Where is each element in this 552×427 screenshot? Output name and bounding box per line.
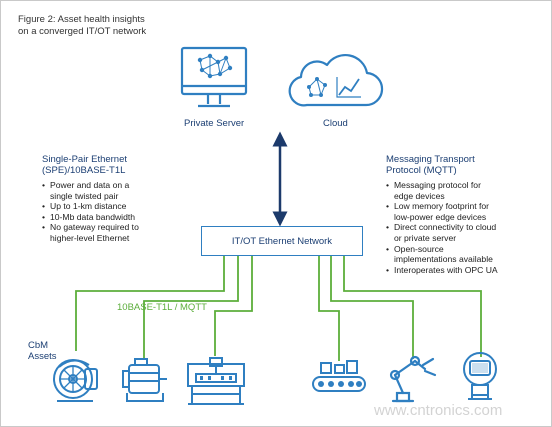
fan-icon (53, 359, 98, 402)
cloud-label: Cloud (323, 118, 348, 129)
spe-heading-line: Single-Pair Ethernet (42, 154, 128, 165)
figure-title: Figure 2: Asset health insights on a con… (18, 14, 146, 38)
list-item-text: Power and data on a (50, 180, 130, 190)
list-item-text: higher-level Ethernet (50, 232, 130, 243)
mqtt-heading: Messaging Transport Protocol (MQTT) (386, 154, 475, 176)
motor-icon (122, 358, 167, 402)
private-server-label: Private Server (184, 118, 245, 129)
link-line-robot (330, 254, 414, 359)
link-line-conveyor (318, 254, 340, 361)
link-line-transmitter (343, 254, 482, 357)
list-item-text: Direct connectivity to cloud (394, 222, 497, 233)
cbm-assets-line: CbM (28, 340, 49, 351)
link-line-cnc (214, 254, 253, 356)
cbm-assets-label: CbM Assets (28, 340, 57, 362)
cnc-machine-icon (187, 357, 245, 405)
mqtt-heading-line: Protocol (MQTT) (386, 165, 457, 176)
cloud-icon (288, 53, 384, 107)
list-item: 10-Mb data bandwidth (42, 212, 139, 223)
conveyor-icon (312, 360, 366, 392)
link-line-motor (143, 254, 239, 359)
monitor-icon (180, 46, 248, 108)
network-box: IT/OT Ethernet Network (201, 226, 363, 256)
network-label: IT/OT Ethernet Network (231, 235, 333, 247)
list-item-text: Messaging protocol for (394, 180, 481, 190)
figure-title-line: on a converged IT/OT network (18, 26, 147, 37)
list-item-text: Low memory footprint for (394, 201, 490, 212)
list-item-text: single twisted pair (50, 190, 119, 201)
list-item-text: Up to 1-km distance (50, 201, 127, 212)
cbm-assets-line: Assets (28, 351, 57, 362)
list-item-text: Interoperates with OPC UA (394, 264, 498, 275)
list-item: Interoperates with OPC UA (386, 265, 498, 276)
list-item-text: No gateway required to (50, 222, 139, 233)
list-item-text: edge devices (394, 190, 445, 201)
list-item-text: or private server (394, 232, 457, 243)
list-item: Up to 1-km distance (42, 201, 139, 212)
watermark-text: www.cntronics.com (374, 402, 503, 419)
figure-title-line: Figure 2: Asset health insights (18, 14, 145, 25)
list-item-text: 10-Mb data bandwidth (50, 211, 136, 222)
link-label: 10BASE-T1L / MQTT (117, 302, 207, 313)
list-item-text: low-power edge devices (394, 211, 487, 222)
transmitter-icon (463, 352, 497, 400)
link-line-fan (75, 254, 225, 351)
mqtt-heading-line: Messaging Transport (386, 154, 475, 165)
spe-heading: Single-Pair Ethernet (SPE)/10BASE-T1L (42, 154, 127, 176)
list-item-text: implementations available (394, 254, 493, 265)
spe-heading-line: (SPE)/10BASE-T1L (42, 165, 126, 176)
robot-arm-icon (389, 355, 437, 403)
list-item-text: Open-source (394, 243, 444, 254)
